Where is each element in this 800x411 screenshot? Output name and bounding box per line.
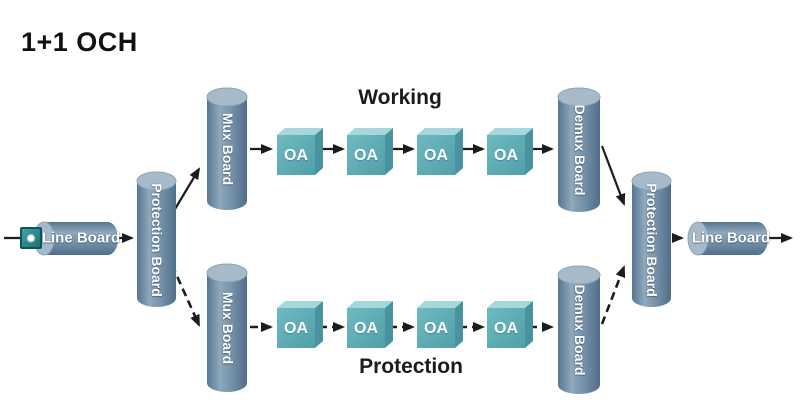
demux-board-working-label: Demux Board	[572, 104, 588, 196]
transmitter-burst-glyph: ✹	[25, 230, 37, 246]
oa-box-protection-4	[487, 301, 533, 348]
oa-protection-1-label: OA	[284, 320, 308, 337]
arrow-demux-to-protection-working	[600, 145, 626, 206]
protection-board-right-cylinder	[631, 171, 672, 307]
oa-box-working-1	[277, 128, 323, 175]
oa-box-working-4	[487, 128, 533, 175]
arrow-demux-to-protection-protection	[600, 265, 626, 325]
protection-board-right-label: Protection Board	[644, 183, 660, 297]
oa-working-1-label: OA	[284, 147, 308, 164]
arrow-protection-to-mux-working	[171, 167, 201, 215]
line-board-right-label: Line Board	[691, 229, 771, 247]
oa-box-protection-2	[347, 301, 393, 348]
oa-box-working-3	[417, 128, 463, 175]
mux-board-protection-label: Mux Board	[220, 291, 236, 365]
diagram-title: 1+1 OCH	[21, 27, 138, 57]
mux-board-working-cylinder	[206, 87, 248, 210]
demux-board-protection-cylinder	[557, 265, 601, 394]
demux-board-protection-label: Demux Board	[572, 284, 588, 376]
oa-working-2-label: OA	[354, 147, 378, 164]
protection-board-left-cylinder	[136, 171, 177, 307]
protection-path-label: Protection	[359, 355, 463, 378]
mux-board-protection-cylinder	[206, 263, 248, 392]
oa-protection-4-label: OA	[494, 320, 518, 337]
oa-box-protection-1	[277, 301, 323, 348]
line-board-left-label: Line Board	[41, 229, 121, 247]
oa-protection-3-label: OA	[424, 320, 448, 337]
demux-board-working-cylinder	[557, 87, 601, 212]
protection-board-left-label: Protection Board	[149, 183, 165, 297]
working-path-label: Working	[358, 86, 442, 109]
oa-protection-2-label: OA	[354, 320, 378, 337]
transmitter-icon: ✹	[20, 227, 42, 249]
arrow-protection-to-mux-protection	[170, 264, 201, 327]
oa-working-3-label: OA	[424, 147, 448, 164]
mux-board-working-label: Mux Board	[220, 112, 236, 186]
oa-working-4-label: OA	[494, 147, 518, 164]
oa-box-working-2	[347, 128, 393, 175]
oa-box-protection-3	[417, 301, 463, 348]
line-board-right-cylinder	[687, 221, 768, 256]
